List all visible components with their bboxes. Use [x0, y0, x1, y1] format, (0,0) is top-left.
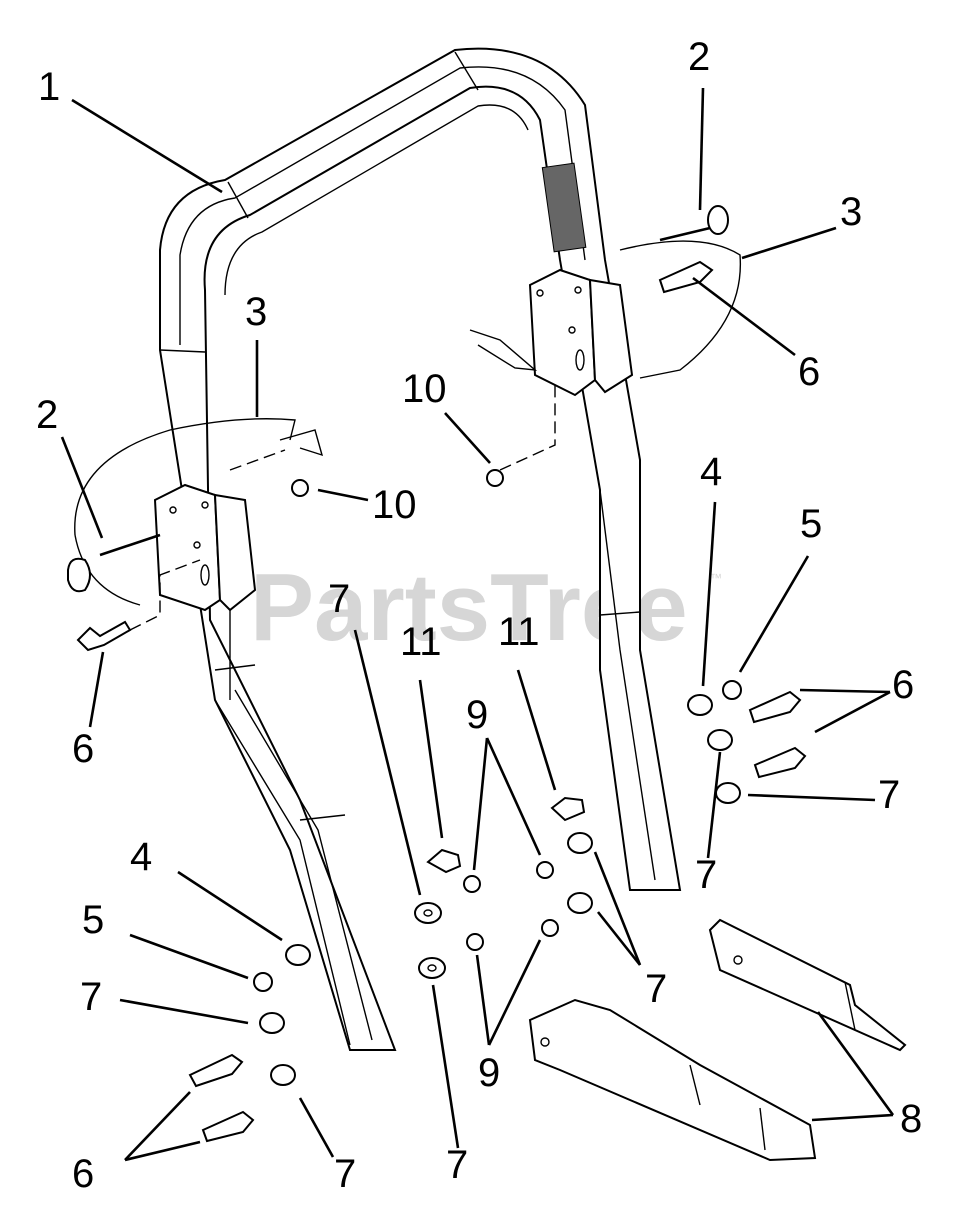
callout-nuts-mid-bottom: 9	[478, 1051, 500, 1095]
callout-washers-mid-right: 7	[645, 967, 667, 1011]
callout-bolt-left: 6	[72, 727, 94, 771]
mount-strap-upper	[708, 918, 907, 1052]
callout-washer-left: 4	[130, 835, 152, 879]
center-nut	[486, 469, 504, 487]
callout-nut-center: 10	[402, 367, 447, 411]
rops-frame	[159, 47, 682, 1051]
callout-washer-right-b: 7	[878, 773, 900, 817]
callout-washer-mid-bottom: 7	[446, 1143, 468, 1187]
watermark-trademark: ™	[710, 571, 722, 585]
right-hardware	[687, 680, 807, 804]
left-hardware	[188, 944, 311, 1143]
callout-washer-left-b: 7	[80, 975, 102, 1019]
right-hairpin-clip	[469, 329, 538, 371]
callout-clip-right: 3	[840, 190, 862, 234]
callout-nut-right: 5	[800, 502, 822, 546]
left-detail-outline	[74, 418, 296, 536]
right-hitch-pin	[659, 205, 729, 242]
callout-bolt-mid-right: 11	[498, 610, 540, 654]
callout-washer-mid-top: 7	[328, 577, 350, 621]
callout-clip-left: 3	[245, 290, 267, 334]
callout-washer-right: 4	[700, 450, 722, 494]
callout-washer-right-a: 7	[695, 853, 717, 897]
right-bolt	[658, 260, 714, 294]
left-hitch-pin	[67, 533, 161, 593]
callout-mount-straps: 8	[900, 1097, 922, 1141]
callout-nut-left: 10	[372, 483, 417, 527]
callout-hitch-pin-right: 2	[688, 35, 710, 79]
callout-hitch-pin-left: 2	[36, 393, 58, 437]
left-bolt	[76, 620, 132, 652]
callout-bolt-mid-left: 11	[400, 620, 442, 664]
right-detail-outline	[619, 240, 742, 379]
callout-nut-left-lower: 5	[82, 898, 104, 942]
callout-washer-left-c: 7	[334, 1152, 356, 1196]
callout-bolts-right: 6	[892, 663, 914, 707]
left-hairpin-clip	[279, 429, 324, 457]
callout-nuts-mid-top: 9	[466, 693, 488, 737]
callout-bolt-right: 6	[798, 350, 820, 394]
callout-bolts-left: 6	[72, 1152, 94, 1196]
leader-lines	[60, 87, 895, 1162]
left-nut	[291, 479, 309, 497]
mid-hardware	[414, 796, 593, 979]
left-pin-bracket	[153, 483, 257, 612]
callout-frame: 1	[38, 65, 60, 109]
mount-strap-lower	[528, 998, 817, 1162]
right-pin-bracket	[528, 268, 634, 397]
